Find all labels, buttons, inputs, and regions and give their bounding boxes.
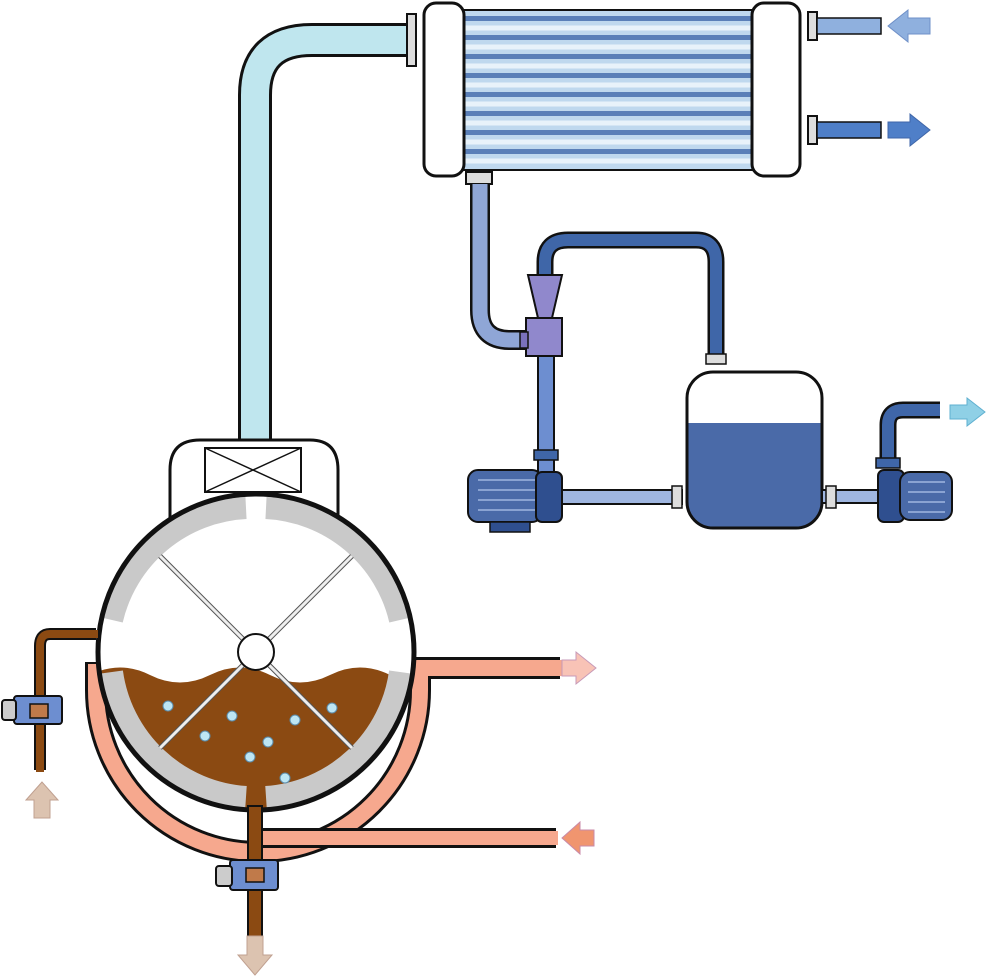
condenser-tube xyxy=(462,158,754,164)
condenser-tube xyxy=(462,82,754,88)
cooling-water-lines xyxy=(816,8,931,148)
condenser-tube xyxy=(462,120,754,126)
pump-icon xyxy=(875,401,953,523)
condenser-tube xyxy=(462,139,754,145)
flange xyxy=(671,485,683,509)
condenser-tube xyxy=(462,149,754,154)
condenser-tube xyxy=(462,111,754,116)
heating-jacket xyxy=(85,650,597,863)
condenser-tube xyxy=(462,25,754,31)
condenser-tubes xyxy=(462,16,754,164)
evaporator-drum-icon xyxy=(95,491,417,813)
condenser-tube xyxy=(462,16,754,21)
pump-icon xyxy=(467,469,563,533)
condensate-pipe xyxy=(470,184,532,350)
condenser-tube xyxy=(462,130,754,135)
condenser-tube xyxy=(462,35,754,40)
flow-arrow-icon xyxy=(24,781,60,819)
condenser-tube xyxy=(462,101,754,107)
condenser-icon xyxy=(406,1,818,185)
flow-arrow-icon xyxy=(887,8,931,44)
scrapers xyxy=(101,497,411,808)
rotor-hub xyxy=(237,633,275,671)
flow-arrow-icon xyxy=(561,820,595,856)
vapor-bubbles xyxy=(162,700,338,784)
vapor-pipe xyxy=(238,23,412,447)
flow-arrow-icon xyxy=(561,650,597,686)
flange xyxy=(825,485,837,509)
product-outlet xyxy=(215,805,279,976)
ejector-icon xyxy=(519,274,564,357)
flow-arrow-icon xyxy=(236,935,274,976)
flow-arrow-icon xyxy=(887,112,931,148)
pump-discharge-pipe xyxy=(561,489,683,505)
valve-icon xyxy=(1,695,63,725)
tank-icon xyxy=(685,370,824,530)
condenser-tube xyxy=(462,92,754,97)
motive-pipe xyxy=(533,354,559,476)
valve-icon xyxy=(215,859,279,891)
condenser-tube xyxy=(462,73,754,78)
feed-line xyxy=(1,628,98,819)
condenser-tube xyxy=(462,63,754,69)
vacuum-line xyxy=(536,231,727,365)
condenser-tube xyxy=(462,54,754,59)
condenser-tube xyxy=(462,44,754,50)
flow-arrow-icon xyxy=(949,396,986,428)
tank-liquid xyxy=(687,423,822,528)
